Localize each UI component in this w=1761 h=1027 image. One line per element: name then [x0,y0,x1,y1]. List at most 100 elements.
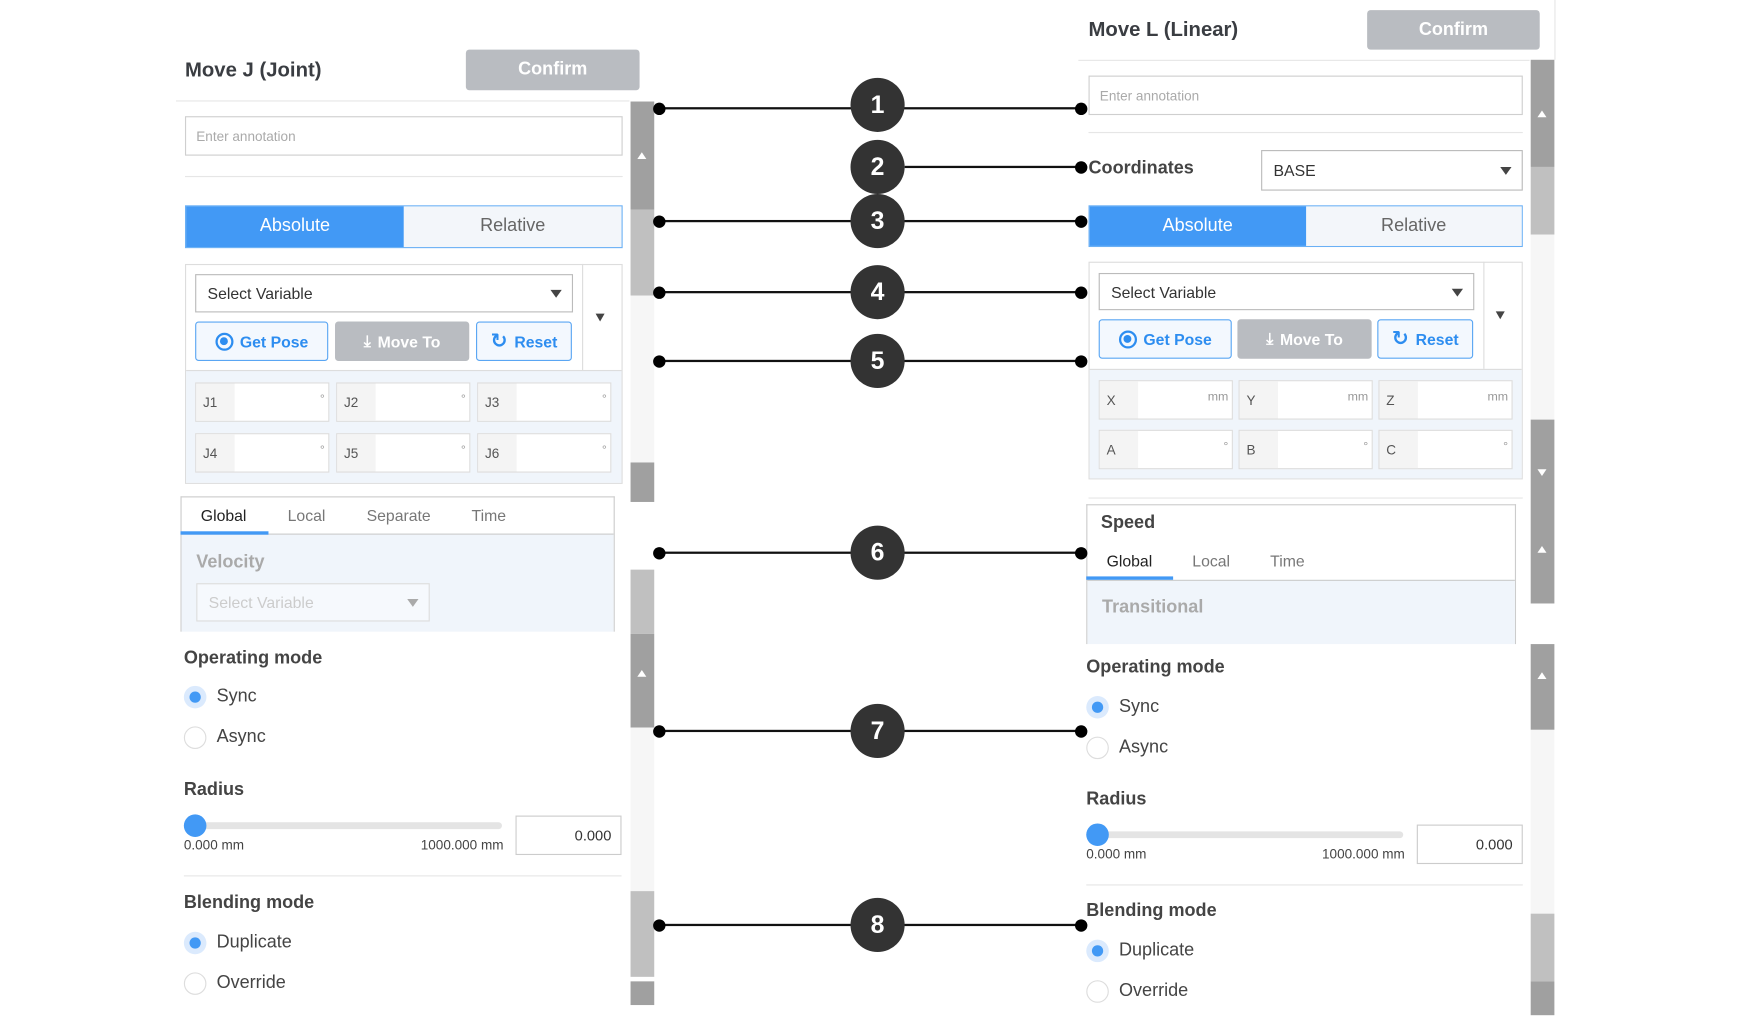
move-to-button[interactable]: ⤓Move To [335,321,470,361]
callout-number: 4 [850,265,905,320]
callout-dot [1074,286,1088,299]
scroll-up-icon[interactable] [637,152,647,160]
velocity-select[interactable]: Select Variable [196,583,430,622]
scrollbar-thumb[interactable] [630,891,655,977]
tab-global[interactable]: Global [1106,551,1153,570]
scrollbar-thumb[interactable] [1530,644,1555,730]
radio-label: Async [216,727,266,747]
chevron-down-icon [407,598,419,607]
radius-input[interactable]: 0.000 [1416,824,1523,865]
relative-tab[interactable]: Relative [403,206,622,248]
scrollbar-track[interactable] [1530,729,1555,914]
select-value: Select Variable [1111,282,1217,301]
transitional-label: Transitional [1102,597,1204,618]
divider [582,263,584,370]
scrollbar-track[interactable] [1530,234,1555,420]
scrollbar-track[interactable] [630,727,655,892]
reset-button[interactable]: ↻Reset [476,321,572,361]
radius-slider-handle[interactable] [1086,823,1109,846]
scrollbar-thumb[interactable] [630,633,655,728]
get-pose-button[interactable]: Get Pose [1098,319,1232,359]
field-b[interactable]: B° [1238,429,1373,470]
expand-arrow-icon[interactable] [595,313,605,322]
velocity-label: Velocity [196,552,265,572]
radio-label: Override [216,973,286,993]
tab-local[interactable]: Local [1192,551,1231,570]
scrollbar-thumb[interactable] [1530,166,1555,235]
scrollbar-thumb[interactable] [630,209,655,296]
radius-slider-track[interactable] [1086,831,1404,839]
radio-sync[interactable] [183,685,207,709]
annotation-input[interactable]: Enter annotation [1088,75,1523,116]
field-label: X [1099,381,1139,419]
radius-title: Radius [183,780,245,800]
radius-slider-handle[interactable] [183,814,207,837]
radio-override[interactable] [1086,980,1109,1003]
move-to-button[interactable]: ⤓Move To [1237,319,1372,359]
expand-arrow-icon[interactable] [1495,311,1505,320]
radio-duplicate[interactable] [183,931,207,955]
field-c[interactable]: C° [1378,429,1513,470]
field-j3[interactable]: J3° [477,382,612,422]
tab-separate[interactable]: Separate [366,506,431,525]
radio-sync[interactable] [1086,695,1109,719]
callout-number: 3 [850,194,905,249]
radio-async[interactable] [183,726,207,749]
field-unit: ° [319,392,325,407]
scroll-up-icon[interactable] [1537,110,1547,118]
scroll-up-icon[interactable] [637,670,647,677]
panel-title: Move L (Linear) [1088,18,1239,41]
field-j4[interactable]: J4° [195,433,330,473]
get-pose-button[interactable]: Get Pose [195,321,329,361]
scrollbar-thumb[interactable] [1530,981,1555,1016]
radio-label: Sync [216,686,257,707]
tab-global[interactable]: Global [200,506,247,525]
scrollbar-track[interactable] [630,295,655,463]
reset-button[interactable]: ↻Reset [1377,319,1474,359]
field-unit: mm [1347,390,1369,404]
active-tab-indicator [1086,576,1174,580]
scroll-down-icon[interactable] [1537,469,1547,477]
field-label: J2 [337,383,376,421]
tab-time[interactable]: Time [471,506,507,525]
field-j6[interactable]: J6° [477,433,612,473]
radius-slider-track[interactable] [183,822,502,830]
field-label: J3 [478,383,517,421]
radio-async[interactable] [1086,736,1109,760]
tab-local[interactable]: Local [287,506,326,525]
confirm-button[interactable]: Confirm [1367,10,1540,50]
field-a[interactable]: A° [1098,429,1233,470]
field-unit: mm [1487,390,1509,404]
select-variable-dropdown[interactable]: Select Variable [1098,272,1475,311]
scrollbar-thumb[interactable] [630,981,655,1006]
field-j5[interactable]: J5° [336,433,471,473]
select-variable-dropdown[interactable]: Select Variable [195,274,574,313]
scrollbar-thumb[interactable] [630,569,655,634]
scroll-up-icon[interactable] [1537,545,1547,553]
absolute-tab[interactable]: Absolute [1089,206,1306,246]
scrollbar-thumb[interactable] [1530,419,1555,604]
scrollbar-thumb[interactable] [1530,59,1555,167]
radio-duplicate[interactable] [1086,939,1109,963]
absolute-tab[interactable]: Absolute [186,206,404,248]
field-j1[interactable]: J1° [195,382,330,422]
radius-min-label: 0.000 mm [183,836,245,853]
scroll-up-icon[interactable] [1537,672,1547,680]
scrollbar-thumb[interactable] [630,462,655,502]
radius-input[interactable]: 0.000 [515,815,622,856]
radio-override[interactable] [183,972,207,995]
chevron-down-icon [1500,166,1512,175]
relative-tab[interactable]: Relative [1305,206,1522,246]
operating-mode-title: Operating mode [183,648,323,668]
tab-time[interactable]: Time [1270,551,1305,570]
scrollbar-thumb[interactable] [1530,913,1555,982]
divider [1086,884,1523,886]
coordinates-dropdown[interactable]: BASE [1261,150,1523,191]
scrollbar-thumb[interactable] [630,101,655,210]
annotation-input[interactable]: Enter annotation [184,116,623,156]
field-j2[interactable]: J2° [336,382,471,422]
confirm-button[interactable]: Confirm [465,49,640,91]
